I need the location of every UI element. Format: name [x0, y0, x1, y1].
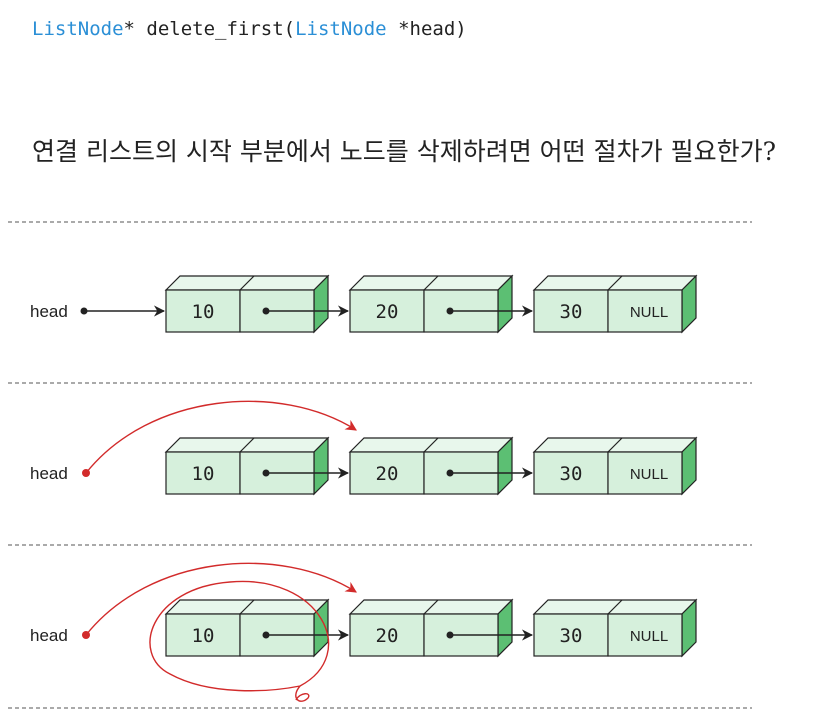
node-value: 20 [376, 463, 399, 485]
question-text: 연결 리스트의 시작 부분에서 노드를 삭제하려면 어떤 절차가 필요한가? [32, 137, 776, 166]
deleted-node-circle [149, 580, 330, 692]
node-top-divider [239, 599, 255, 615]
node-top-divider [423, 599, 439, 615]
node-value: 10 [192, 463, 215, 485]
head-label: head [30, 626, 68, 645]
code-param-type: ListNode [295, 18, 387, 40]
node-top-divider [607, 275, 623, 291]
node-value: 30 [560, 463, 583, 485]
node-top-divider [239, 437, 255, 453]
head-redirect-arrow [85, 400, 357, 474]
head-redirect-arrow [85, 562, 357, 636]
code-function-name: * delete_first( [123, 18, 296, 40]
head-label: head [30, 302, 68, 321]
head-pointer-dot [80, 307, 88, 315]
code-param-name: *head) [386, 18, 467, 40]
node-value: 10 [192, 301, 215, 323]
node-value: 30 [560, 625, 583, 647]
node-data-cell [349, 451, 425, 495]
node-value: 30 [560, 301, 583, 323]
deleted-node-circle-tail [295, 685, 310, 702]
node-null-label: NULL [630, 304, 668, 321]
function-signature: ListNode* delete_first(ListNode *head) [32, 18, 467, 40]
head-label: head [30, 464, 68, 483]
node-top-divider [607, 599, 623, 615]
node-data-cell [165, 613, 241, 657]
node-null-label: NULL [630, 466, 668, 483]
node-link-cell [607, 289, 683, 333]
node-top-divider [423, 275, 439, 291]
node-null-label: NULL [630, 628, 668, 645]
node-top-divider [607, 437, 623, 453]
node-value: 20 [376, 301, 399, 323]
node-data-cell [533, 451, 609, 495]
node-data-cell [349, 613, 425, 657]
node-link-cell [607, 451, 683, 495]
node-value: 20 [376, 625, 399, 647]
node-top-divider [239, 275, 255, 291]
node-data-cell [533, 289, 609, 333]
code-type-listnode: ListNode [32, 18, 124, 40]
node-value: 10 [192, 625, 215, 647]
node-top-divider [423, 437, 439, 453]
node-link-cell [607, 613, 683, 657]
node-data-cell [349, 289, 425, 333]
node-data-cell [533, 613, 609, 657]
